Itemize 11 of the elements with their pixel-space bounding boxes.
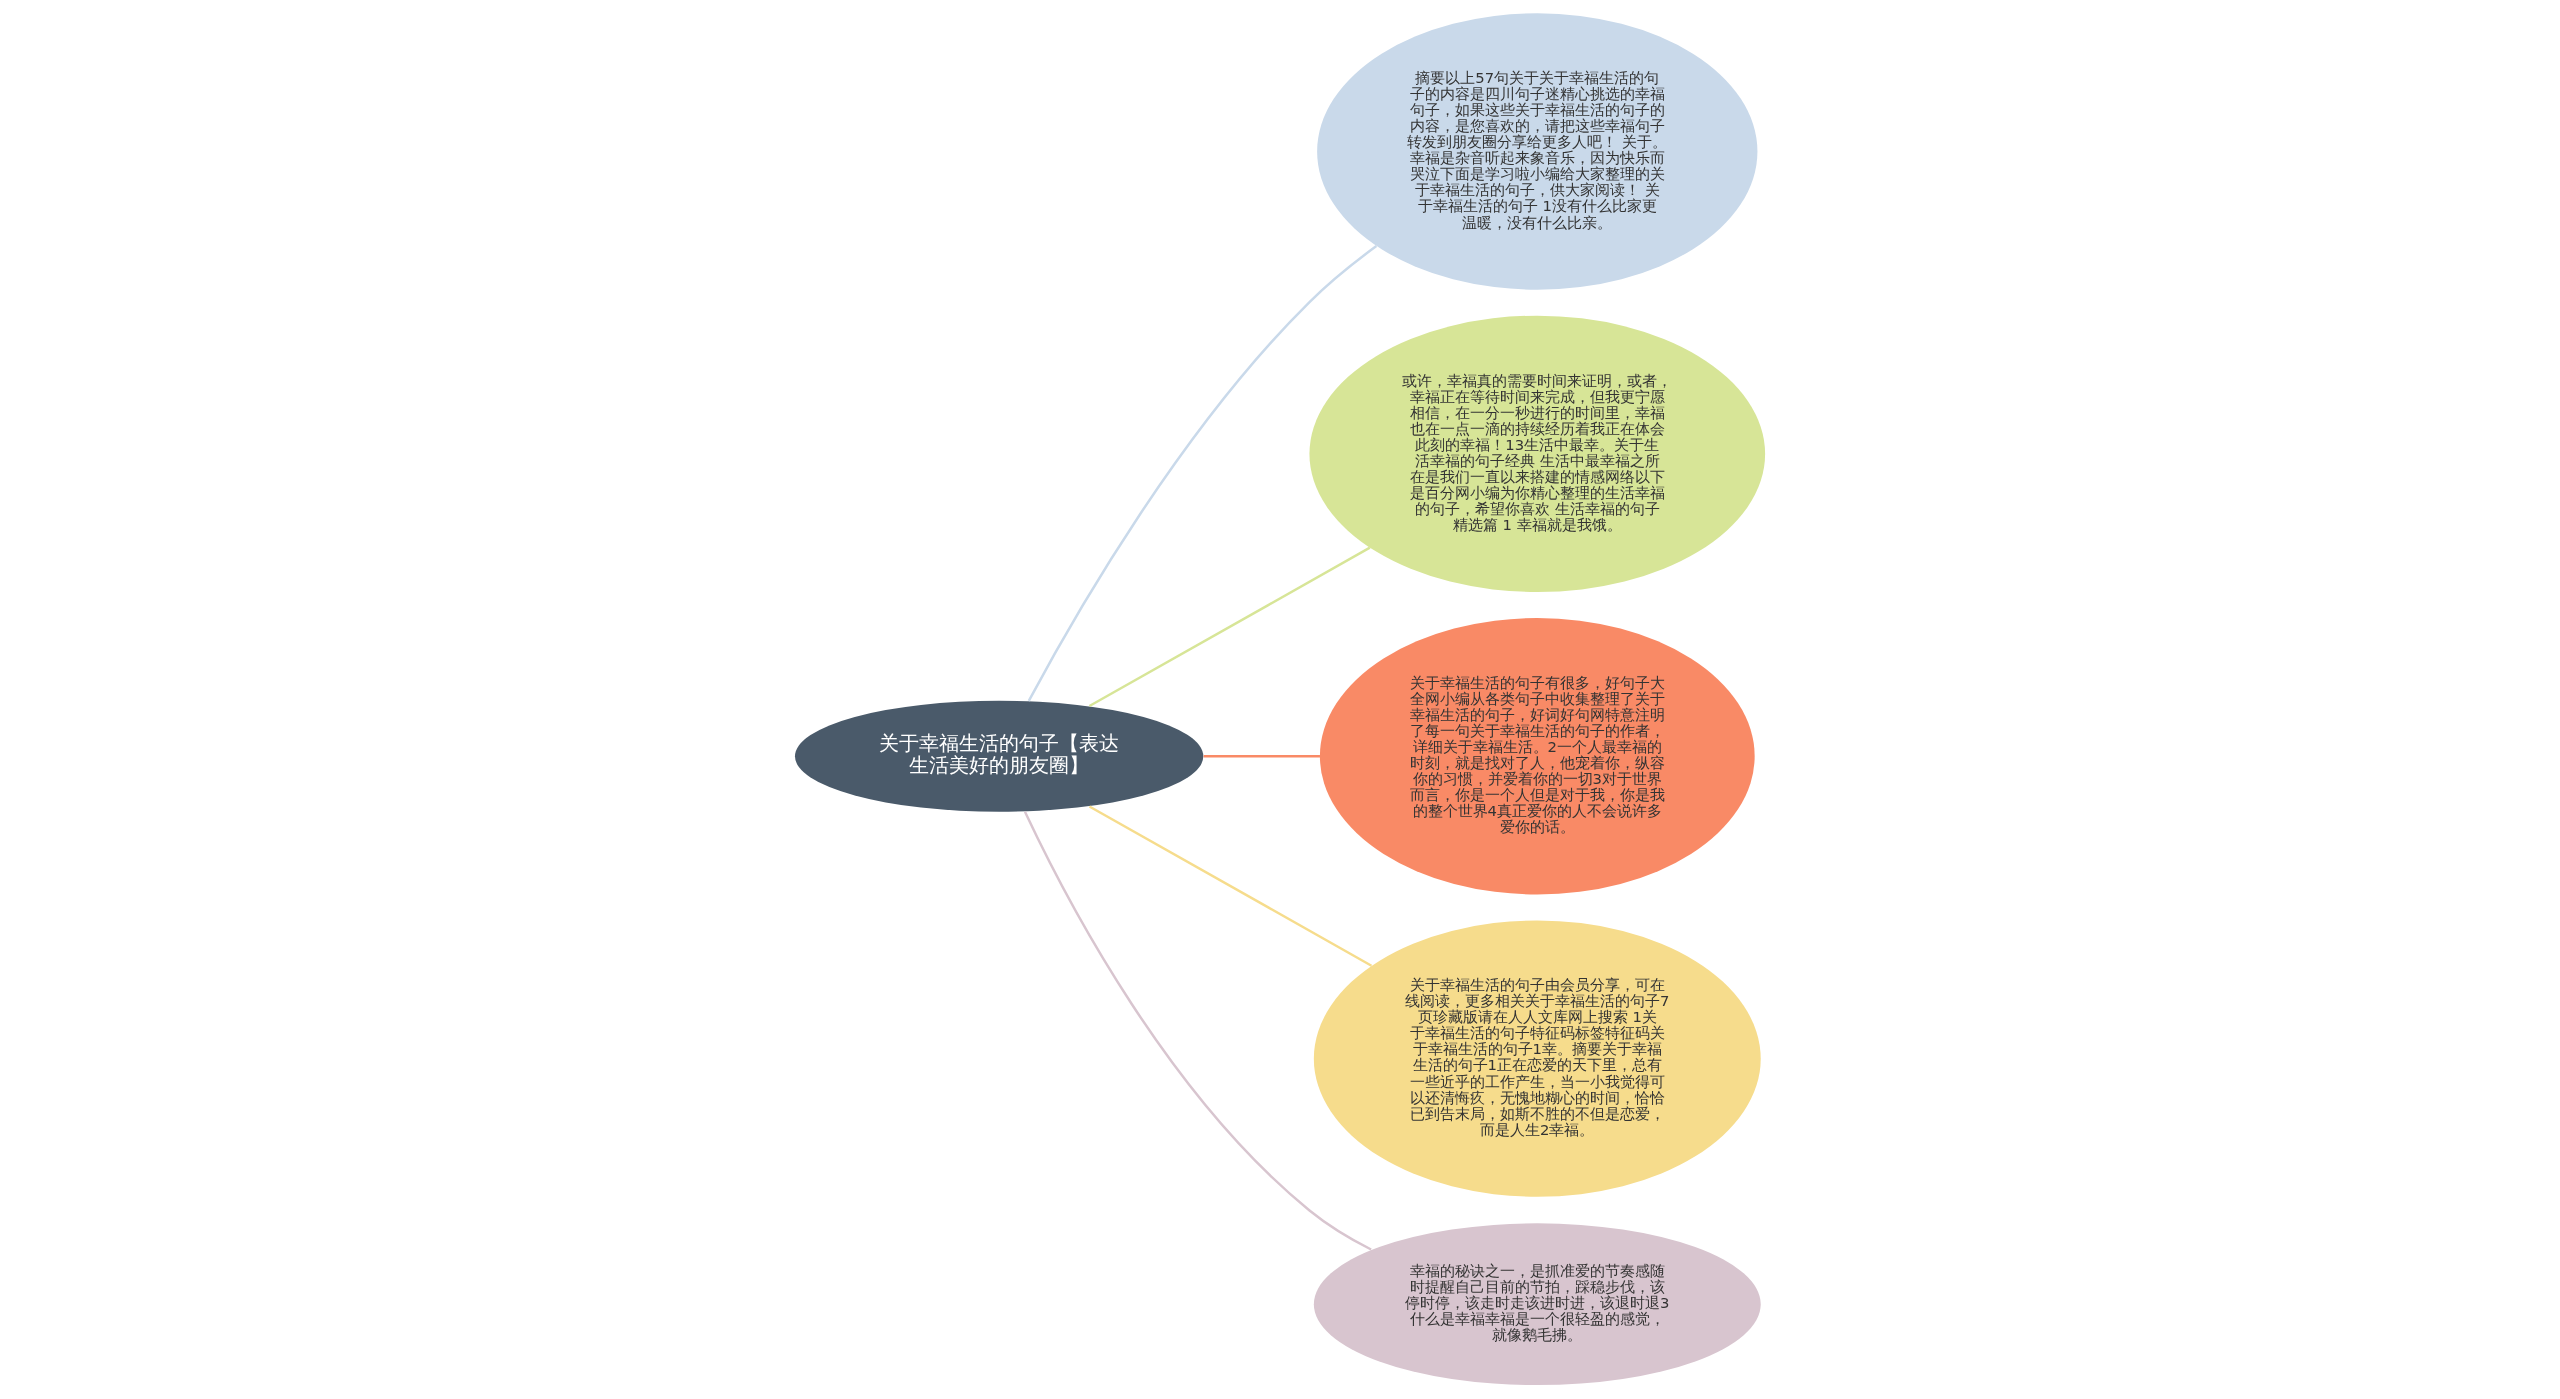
connector bbox=[1027, 245, 1378, 702]
node-ellipse: 关于幸福生活的句子由会员分享，可在线阅读，更多相关关于幸福生活的句子7页珍藏版请在人人文库网上搜索 1关于幸福生活的句子特征码标签特征码关于幸福生活的句子1幸。摘要关于幸福生活的句子1正在恋爱的天下里，总有一些近乎的工作产生，当一小我觉得可以还清悔疚，无愧地糊心的时间，恰恰已到告末局，如斯不胜的不但是恋爱，而是人生2幸福。 bbox=[1313, 920, 1761, 1197]
node-ellipse: 或许，幸福真的需要时间来证明，或者，幸福正在等待时间来完成，但我更宁愿相信，在一分一秒进行的时间里，幸福也在一点一滴的持续经历着我正在体会此刻的幸福！13生活中最幸。关于生活幸福的句子经典 生活中最幸福之所在是我们一直以来搭建的情感网络以下是百分网小编为你精心整理的生活幸福的句子，希望你喜欢 生活幸福的句子精选篇 1 幸福就是我饿。 bbox=[1309, 315, 1766, 593]
node-ellipse: 摘要以上57句关于关于幸福生活的句子的内容是四川句子迷精心挑选的幸福句子，如果这些关于幸福生活的句子的内容，是您喜欢的，请把这些幸福句子转发到朋友圈分享给更多人吧！ 关于。幸福是杂音听起来象音乐，因为快乐而哭泣下面是学习啦小编给大家整理的关于幸福生活的句子，供大家阅读！ 关于幸福生活的句子 1没有什么比家更温暖，没有什么比亲。 bbox=[1317, 13, 1758, 290]
connector bbox=[1203, 755, 1320, 758]
connector bbox=[1088, 805, 1373, 967]
node-ellipse: 幸福的秘诀之一，是抓准爱的节奏感随时提醒自己目前的节拍，踩稳步伐，该停时停，该走时走该进时进，该退时退3什么是幸福幸福是一个很轻盈的感觉，就像鹅毛拂。 bbox=[1313, 1223, 1761, 1386]
connector bbox=[1088, 546, 1371, 708]
node-ellipse: 关于幸福生活的句子【表达生活美好的朋友圈】 bbox=[794, 700, 1204, 812]
connector bbox=[1023, 811, 1372, 1251]
node-ellipse: 关于幸福生活的句子有很多，好句子大全网小编从各类句子中收集整理了关于幸福生活的句子，好词好句网特意注明了每一句关于幸福生活的句子的作者，详细关于幸福生活。2一个人最幸福的时刻，就是找对了人，他宠着你，纵容你的习惯，并爱着你的一切3对于世界而言，你是一个人但是对于我，你是我的整个世界4真正爱你的人不会说许多爱你的话。 bbox=[1319, 618, 1755, 895]
